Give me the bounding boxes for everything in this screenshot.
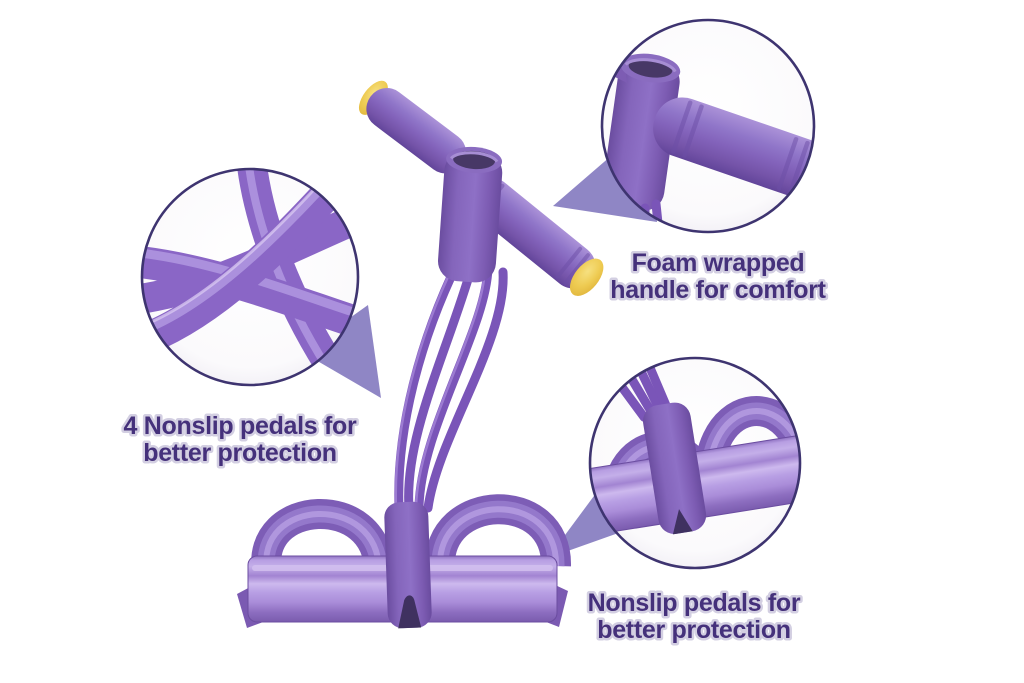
label-pedals-count-line2: better protection (143, 439, 337, 467)
sleeve-notch (672, 509, 693, 535)
label-handle-line1: Foam wrapped (632, 249, 805, 277)
elastic-tube (142, 246, 358, 340)
label-handle-line2: handle for comfort (610, 276, 826, 304)
lens-ring (600, 18, 816, 234)
yellow-end-cap (569, 258, 604, 296)
pedal-assembly (237, 494, 572, 629)
elastic-tube (142, 169, 358, 354)
label-pedals-count: 4 Nonslip pedals for better protection (121, 410, 360, 470)
label-pedals-detail-line2: better protection (597, 616, 791, 644)
tube-highlight (245, 169, 338, 382)
foam-sleeve (602, 53, 681, 211)
lens-ring (140, 167, 360, 387)
tubes-detail (142, 169, 358, 385)
foam-sleeve (643, 402, 707, 534)
sleeve-notch (398, 595, 422, 629)
label-handle: Foam wrapped handle for comfort (608, 247, 830, 307)
callout-circle-pedals (588, 356, 802, 570)
center-foam-sleeve (384, 501, 432, 629)
elastic-cords (394, 257, 508, 513)
label-pedals-count-line1: 4 Nonslip pedals for (124, 412, 357, 440)
label-pedals-detail-line1: Nonslip pedals for (588, 589, 801, 617)
label-pedals-detail: Nonslip pedals for better protection (585, 587, 804, 647)
lens-ring (588, 356, 802, 570)
handle-assembly (358, 80, 604, 296)
center-sleeve (437, 146, 503, 283)
callout-circle-handle (600, 18, 816, 234)
pointer-to-cords-icon (302, 305, 381, 398)
main-product (237, 80, 604, 629)
foam-grip-left (358, 80, 467, 174)
callout-circle-tubes (140, 167, 360, 387)
